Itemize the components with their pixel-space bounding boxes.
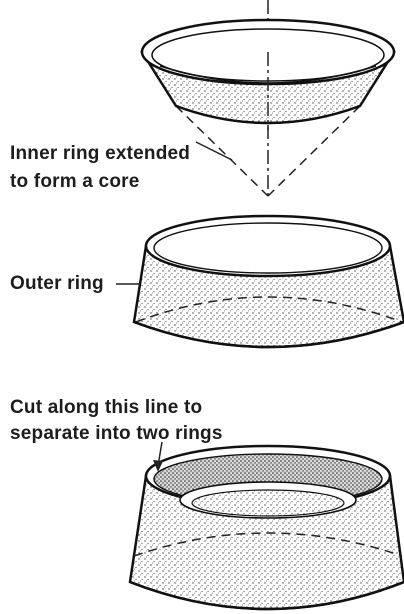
outer-ring-label: Outer ring xyxy=(10,272,104,296)
outer-ring-figure xyxy=(134,216,404,347)
cone-figure xyxy=(142,0,394,196)
inner-ring-leader xyxy=(196,142,232,160)
cut-label-line1: Cut along this line to xyxy=(10,396,202,420)
cut-label-line2: separate into two rings xyxy=(10,422,223,446)
inner-ring-label-line1: Inner ring extended xyxy=(10,142,190,166)
inner-ring-label-line2: to form a core xyxy=(10,170,140,194)
combined-ring-figure xyxy=(130,446,404,609)
outer-ring-top-rim xyxy=(146,216,390,276)
